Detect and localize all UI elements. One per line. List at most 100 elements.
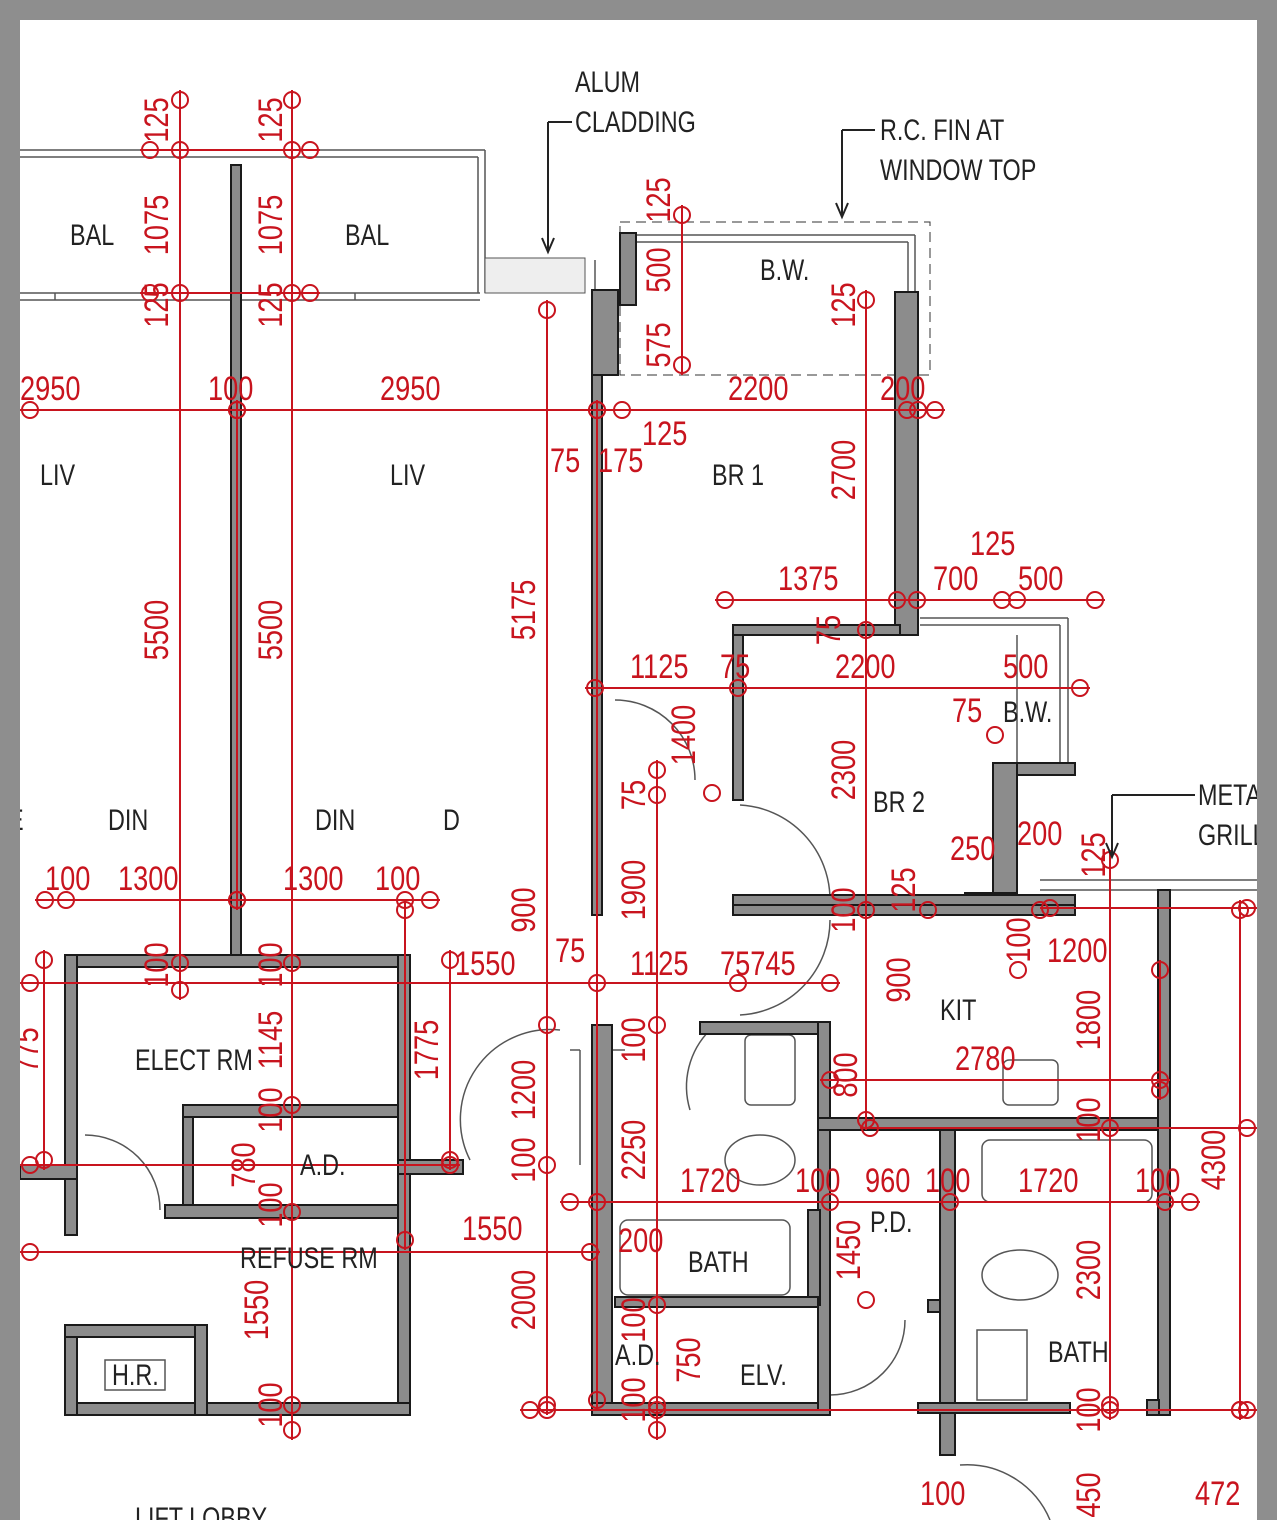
room-label: B.W. — [1003, 695, 1052, 728]
dimension-label: 5500 — [137, 600, 176, 660]
dimension-marker — [171, 284, 189, 302]
dimension-label: 2300 — [824, 740, 863, 800]
dimension-marker — [1156, 1193, 1174, 1211]
dimension-marker — [538, 301, 556, 319]
dimension-label: 1720 — [680, 1161, 740, 1200]
dimension-marker — [729, 679, 747, 697]
dimension-marker — [441, 1156, 459, 1174]
dimension-marker — [283, 954, 301, 972]
dimension-marker — [21, 1156, 39, 1174]
dimension-marker — [888, 591, 906, 609]
dimension-marker — [729, 974, 747, 992]
dimension-label: 250 — [950, 829, 995, 868]
dimension-marker — [35, 951, 53, 969]
dimension-marker — [857, 1291, 875, 1309]
room-label: ALUM — [575, 65, 640, 98]
dimension-marker — [588, 401, 606, 419]
dimension-label: 100 — [999, 917, 1038, 962]
dimension-label: 75 — [720, 647, 750, 686]
dimension-label: 175 — [598, 441, 643, 480]
dimension-marker — [909, 401, 927, 419]
room-label: H.R. — [112, 1358, 159, 1391]
dimension-label: 5175 — [504, 580, 543, 640]
room-label: METAL — [1198, 778, 1257, 811]
dimension-label: 472 — [1195, 1474, 1240, 1513]
dimension-label: 450 — [1069, 1472, 1108, 1517]
room-label: B.W. — [760, 253, 809, 286]
dimension-label: 900 — [879, 957, 918, 1002]
dimension-label: 100 — [208, 369, 253, 408]
dimension-marker — [1009, 961, 1027, 979]
dimension-label: 75 — [809, 615, 848, 645]
fixture — [976, 1329, 1028, 1401]
dimension-label: 2950 — [380, 369, 440, 408]
wall — [917, 1402, 1071, 1414]
wall — [619, 232, 637, 306]
wall — [194, 1324, 208, 1416]
dimension-label: 1375 — [778, 559, 838, 598]
dimension-label: 100 — [504, 1137, 543, 1182]
dimension-marker — [283, 284, 301, 302]
dimension-label: 125 — [639, 177, 678, 222]
room-label: ELECT RM — [135, 1043, 253, 1076]
dimension-marker — [716, 591, 734, 609]
dimension-label: 1550 — [237, 1280, 276, 1340]
room-label: BATH — [1048, 1335, 1109, 1368]
dimension-marker — [908, 591, 926, 609]
dimension-marker — [171, 91, 189, 109]
room-label: A.D. — [300, 1148, 346, 1181]
dimension-marker — [1181, 1193, 1199, 1211]
dimension-marker — [538, 1016, 556, 1034]
toilet — [724, 1134, 796, 1186]
wall — [939, 1129, 956, 1456]
dimension-marker — [283, 1396, 301, 1414]
wall — [614, 1296, 819, 1308]
dimension-marker — [57, 891, 75, 909]
dimension-marker — [1071, 679, 1089, 697]
dimension-marker — [1151, 1071, 1169, 1089]
dimension-label: 100 — [45, 859, 90, 898]
dimension-label: 1300 — [283, 859, 343, 898]
dimension-label: 1720 — [1018, 1161, 1078, 1200]
room-label: BR 1 — [712, 458, 764, 491]
dimension-marker — [648, 1396, 666, 1414]
wall — [992, 762, 1018, 916]
dimension-marker — [396, 891, 414, 909]
door-swing — [739, 919, 831, 1016]
dimension-label: 1800 — [1069, 990, 1108, 1050]
dimension-marker — [857, 621, 875, 639]
bathtub — [619, 1219, 791, 1296]
wall — [397, 1159, 464, 1175]
dimension-marker — [648, 1016, 666, 1034]
dimension-label: 125 — [137, 282, 176, 327]
dimension-label: 1075 — [137, 195, 176, 255]
dimension-marker — [1231, 901, 1249, 919]
room-label: LIFT LOBBY — [135, 1501, 267, 1520]
room-label: BR 2 — [873, 785, 925, 818]
wall — [64, 954, 78, 1236]
dimension-label: 100 — [824, 887, 863, 932]
dimension-label: 100 — [925, 1161, 970, 1200]
dimension-label: 125 — [251, 97, 290, 142]
dimension-label: 200 — [1017, 814, 1062, 853]
dimension-marker — [648, 786, 666, 804]
dimension-marker — [141, 284, 159, 302]
dimension-marker — [301, 284, 319, 302]
wall — [894, 291, 919, 636]
dimension-marker — [673, 206, 691, 224]
dimension-label: 775 — [20, 1027, 46, 1072]
dimension-label: 2250 — [614, 1120, 653, 1180]
dimension-marker — [1008, 591, 1026, 609]
dimension-label: 1125 — [630, 944, 688, 983]
dimension-label: 100 — [251, 1182, 290, 1227]
dimension-marker — [857, 901, 875, 919]
dimension-label: 575 — [639, 322, 678, 367]
dimension-marker — [588, 1193, 606, 1211]
dimension-label: 750 — [669, 1337, 708, 1382]
dimension-marker — [228, 401, 246, 419]
dimension-marker — [648, 761, 666, 779]
dimension-label: 75 — [614, 780, 653, 810]
dimension-marker — [857, 291, 875, 309]
